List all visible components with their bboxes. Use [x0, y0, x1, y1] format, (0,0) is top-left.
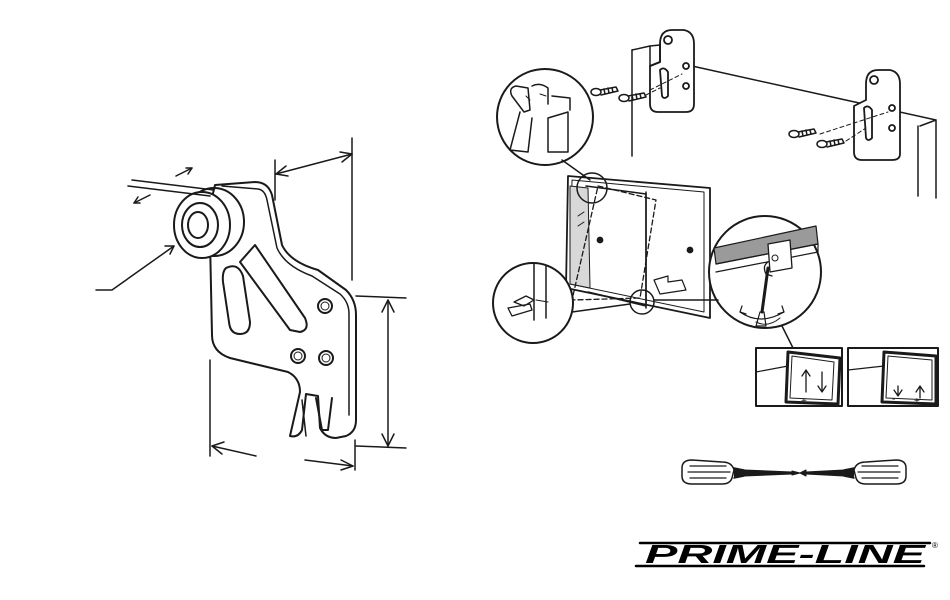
inset-right-minus: -	[892, 394, 895, 405]
adjust-inset-left: +	[756, 348, 842, 407]
phillips-screwdriver	[682, 460, 800, 484]
closet-door-assembly	[566, 176, 710, 318]
bracket-hole-1	[318, 299, 332, 313]
bracket-plate	[210, 182, 356, 438]
bracket-hole-2-inner	[294, 352, 302, 360]
magnifier-callout-top	[497, 69, 593, 180]
bracket-hole-1-inner	[321, 302, 329, 310]
roller-leader	[96, 246, 174, 290]
roller-bracket-part	[174, 182, 356, 438]
adjust-inset-right: - +	[848, 348, 938, 407]
magnifier-callout-bottom	[493, 263, 630, 343]
screw-3	[789, 129, 816, 138]
top-bracket-right	[854, 70, 900, 160]
top-bracket-left	[650, 30, 694, 112]
bracket-hole-3	[319, 351, 333, 365]
screwdriver-icon	[682, 460, 906, 484]
flat-screwdriver	[800, 460, 906, 484]
logo-text: PRIME-LINE	[645, 539, 926, 569]
magnifier-callout-adjust	[654, 216, 821, 348]
registered-mark: ®	[932, 541, 938, 550]
inset-right-plus: +	[914, 396, 920, 407]
bracket-hole-2	[291, 349, 305, 363]
brand-logo: PRIME-LINE ®	[636, 539, 938, 569]
screw-1	[591, 87, 618, 96]
screw-4	[817, 139, 844, 148]
bracket-hole-3-inner	[322, 354, 330, 362]
inset-left-plus: +	[801, 396, 807, 407]
bracket-slot	[223, 266, 250, 334]
screw-icon	[591, 74, 888, 148]
